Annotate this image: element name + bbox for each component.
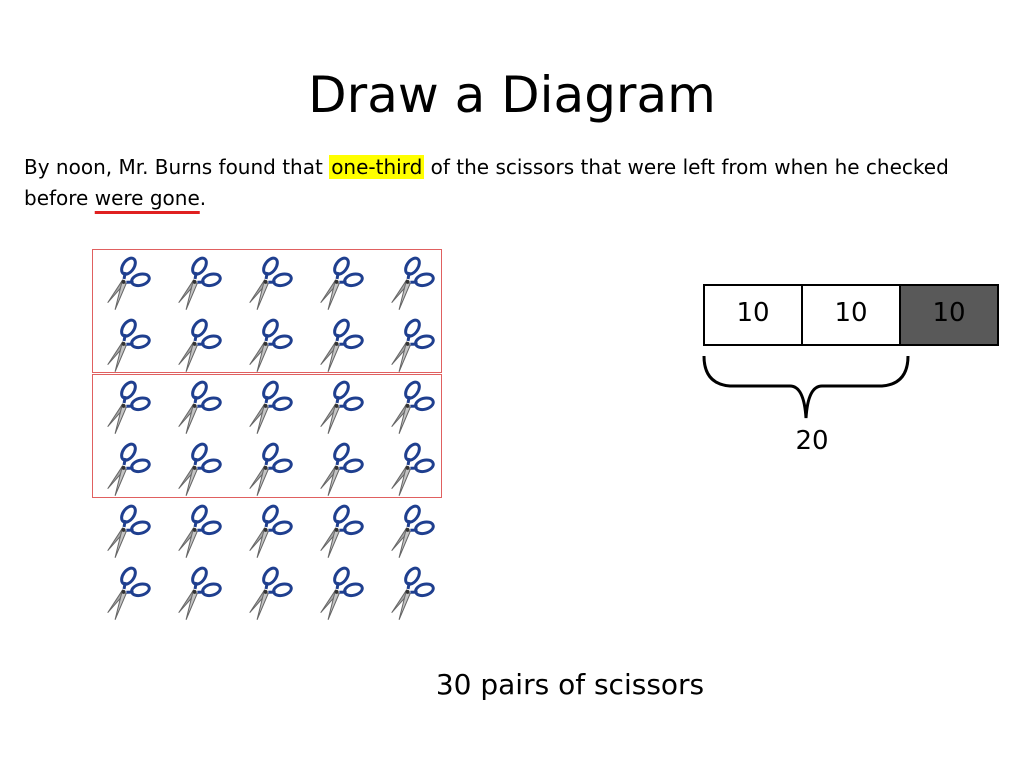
highlighted-phrase: one-third [329, 155, 425, 179]
scissors-icon [305, 250, 367, 312]
total-label: 30 pairs of scissors [435, 668, 705, 701]
scissors-icon [163, 560, 225, 622]
scissors-icon [376, 436, 438, 498]
group-box-2 [92, 374, 442, 498]
scissors-icon [92, 312, 154, 374]
scissors-icon [305, 498, 367, 560]
scissors-icon [376, 560, 438, 622]
underlined-phrase: were gone [94, 186, 200, 210]
scissors-icon [234, 436, 296, 498]
problem-text-3: . [199, 186, 207, 210]
scissors-icon [163, 498, 225, 560]
scissors-icon [305, 436, 367, 498]
scissors-icon [163, 436, 225, 498]
scissors-icon [163, 250, 225, 312]
page-title: Draw a Diagram [308, 66, 716, 124]
scissors-icon [234, 374, 296, 436]
scissors-icon [92, 250, 154, 312]
scissors-icon [234, 312, 296, 374]
tape-segment-label: 10 [834, 298, 868, 328]
tape-segment-label: 10 [932, 298, 966, 328]
tape-segment: 10 [899, 284, 999, 346]
scissors-icon [163, 374, 225, 436]
brace-icon [702, 355, 910, 419]
tape-segment: 10 [801, 284, 901, 346]
scissors-icon [305, 560, 367, 622]
scissors-icon [92, 498, 154, 560]
problem-text-2: of the scissors that were left from when… [24, 155, 949, 210]
tape-segment-label: 10 [736, 298, 770, 328]
scissors-icon [376, 374, 438, 436]
problem-text-1: By noon, Mr. Burns found that [24, 155, 330, 179]
tape-diagram: 10 10 10 [703, 284, 999, 346]
scissors-icon [376, 250, 438, 312]
scissors-icon [92, 374, 154, 436]
scissors-icon [234, 250, 296, 312]
scissors-icon [234, 560, 296, 622]
scissors-icon [376, 498, 438, 560]
scissors-icon [305, 374, 367, 436]
scissors-icon [92, 436, 154, 498]
brace-label: 20 [795, 426, 829, 456]
tape-segment: 10 [703, 284, 803, 346]
scissors-icon [92, 560, 154, 622]
scissors-icon [376, 312, 438, 374]
scissors-icon [305, 312, 367, 374]
scissors-icon [163, 312, 225, 374]
group-box-1 [92, 249, 442, 373]
problem-statement: By noon, Mr. Burns found that one-third … [24, 152, 1004, 214]
scissors-icon [234, 498, 296, 560]
